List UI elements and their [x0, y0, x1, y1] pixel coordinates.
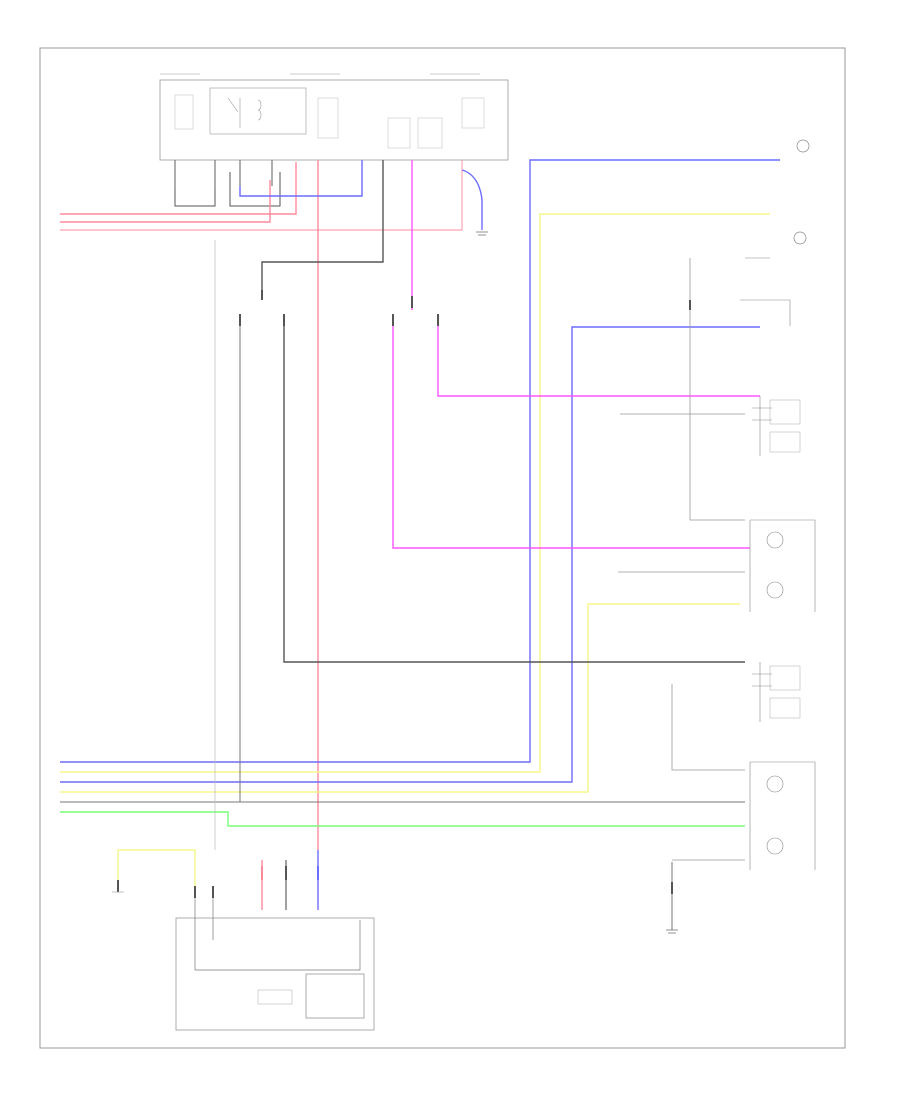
wire-red-left: [60, 162, 297, 215]
connector-marks: [117, 290, 691, 898]
diagram-frame: [39, 47, 846, 1049]
wire-blue-ground: [461, 169, 483, 230]
wire-dark-top: [261, 160, 384, 300]
wire-gray-right-v: [689, 258, 745, 521]
wire-pink-b: [392, 320, 750, 549]
fuse-relay-box: [159, 73, 509, 207]
wire-blue-2: [60, 326, 760, 783]
wire-yellow-meter: [117, 849, 196, 890]
combination-switch: [175, 898, 375, 1031]
wire-red-left-2: [60, 180, 271, 223]
ground-point: [666, 929, 678, 934]
wire-yellow-long: [60, 213, 770, 773]
wire-pink-top: [60, 160, 463, 231]
left-headlight-assembly: [752, 396, 801, 456]
wire-blue-long: [60, 159, 780, 763]
right-headlight-assembly: [749, 519, 816, 870]
ground-point-top: [476, 231, 488, 236]
wire-blue-top: [239, 160, 363, 197]
wire-yellow-2: [60, 603, 740, 793]
wire-dark-b: [283, 320, 745, 663]
wire-green: [60, 811, 745, 827]
wire-layer: [60, 159, 780, 930]
wire-pink-a: [437, 320, 760, 397]
wire-gray-left: [60, 320, 241, 803]
right-front-light: [740, 139, 810, 326]
